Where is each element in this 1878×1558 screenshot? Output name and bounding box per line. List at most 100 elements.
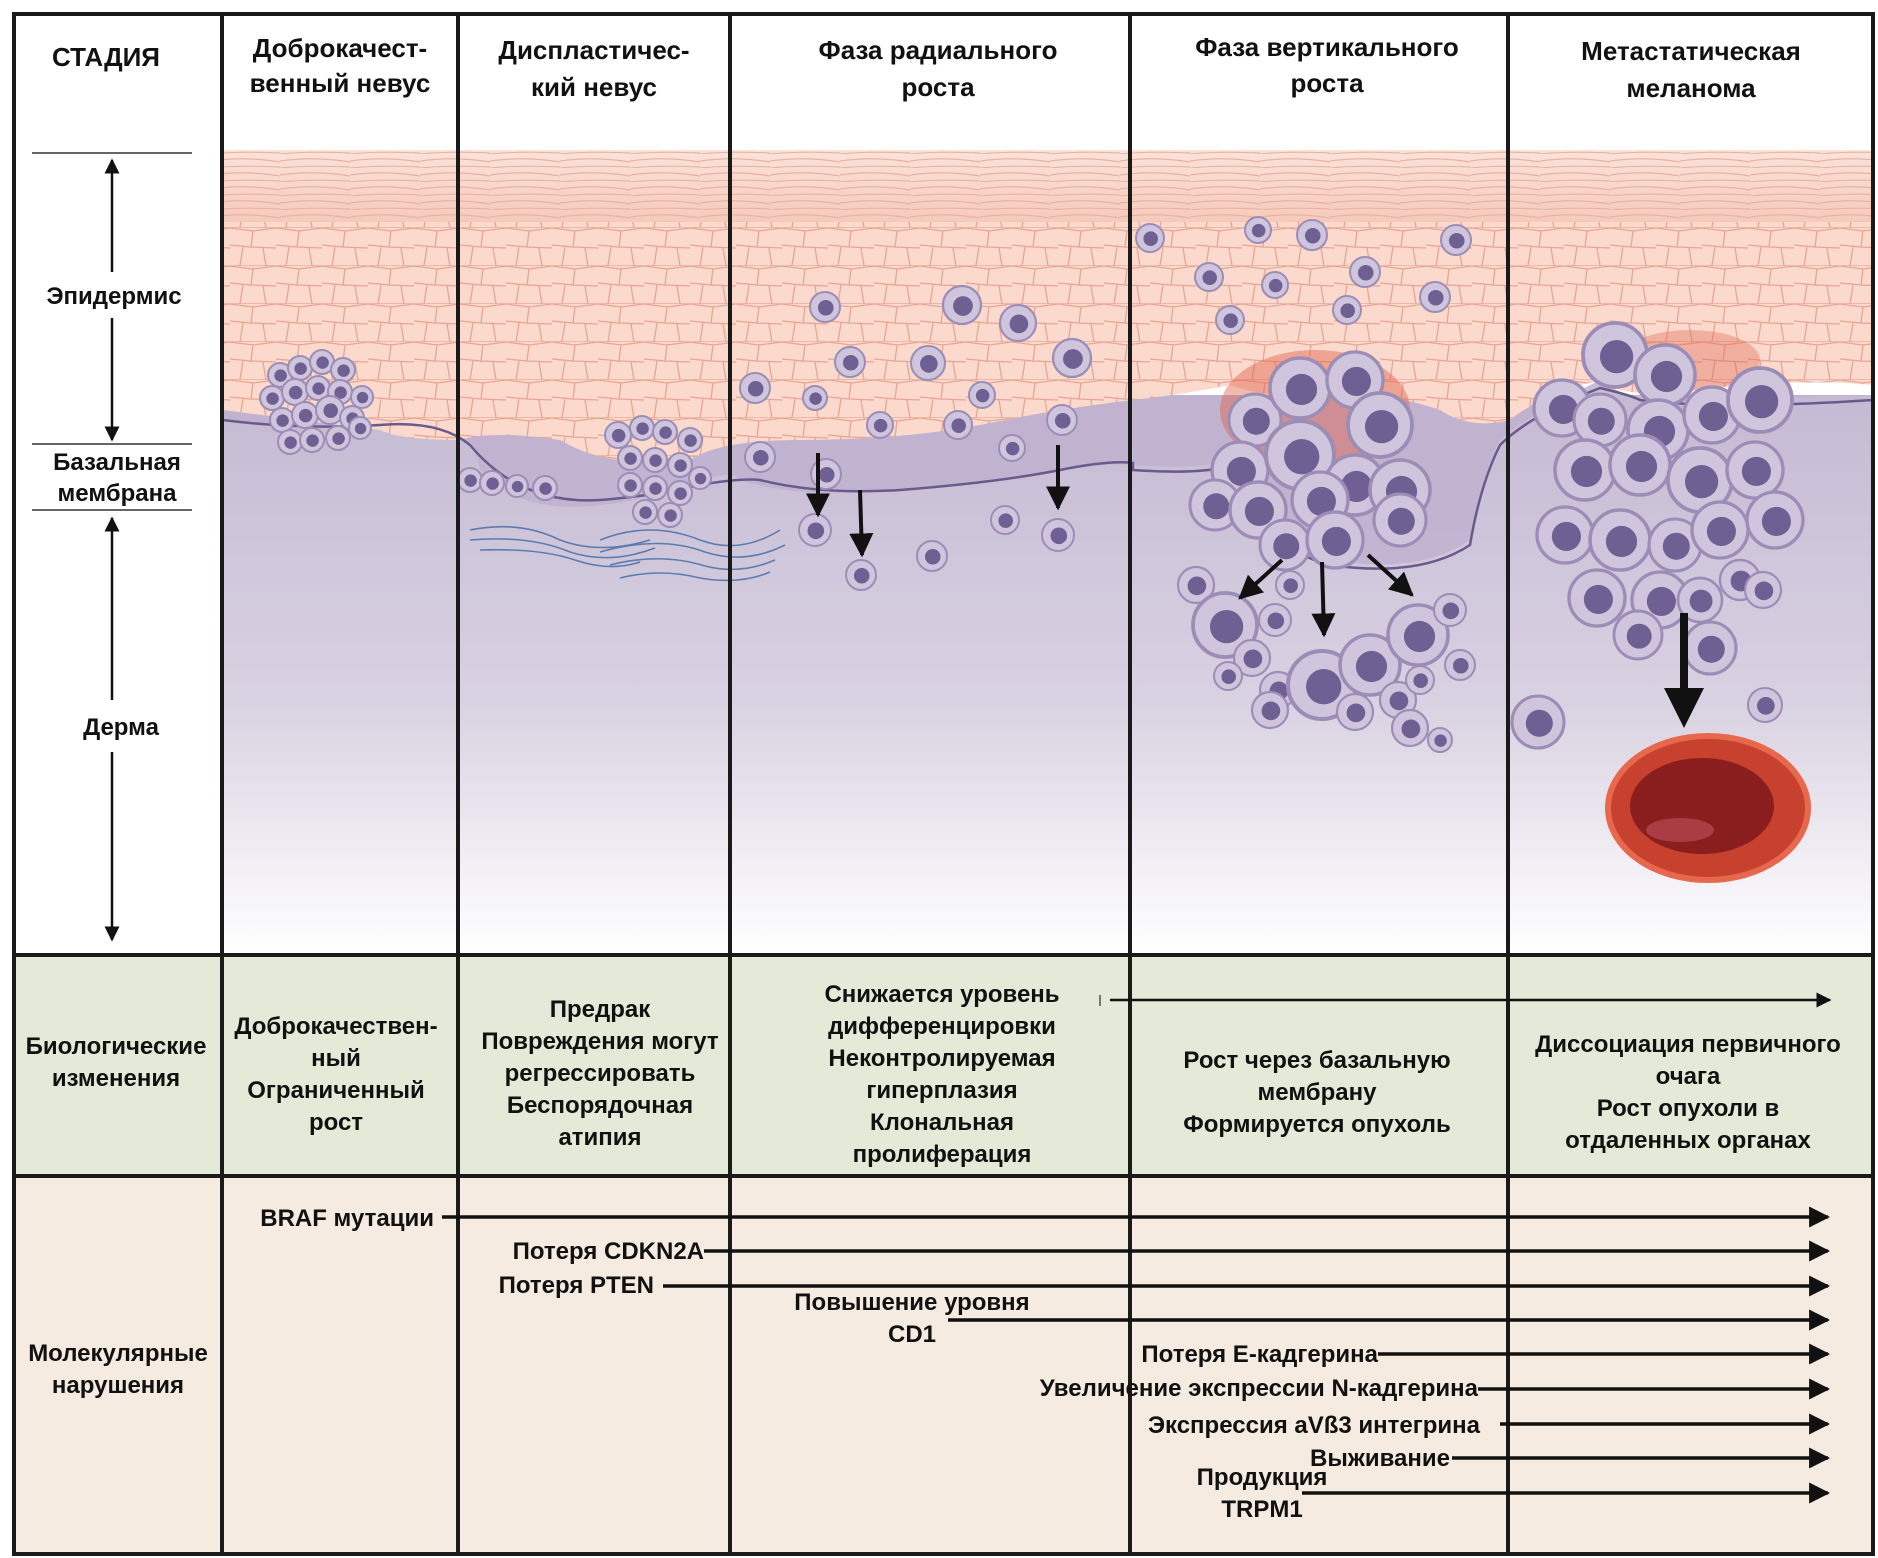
cell-nucleus xyxy=(853,567,870,584)
bio-benign-l3: Ограниченный xyxy=(247,1077,424,1104)
cell-nucleus xyxy=(337,364,350,377)
cell-nucleus xyxy=(486,477,499,490)
cell-nucleus xyxy=(288,385,303,400)
cell-nucleus xyxy=(1413,673,1428,688)
basement-membrane-label-l1: Базальная xyxy=(53,449,181,476)
epidermis-label: Эпидермис xyxy=(46,283,181,310)
cell-nucleus xyxy=(1285,373,1318,406)
blood-vessel xyxy=(1605,733,1811,883)
bio-benign-l2: ный xyxy=(311,1045,361,1072)
cell-nucleus xyxy=(1306,669,1342,705)
cell-nucleus xyxy=(1244,496,1274,526)
cell-nucleus xyxy=(1401,719,1421,739)
cell-nucleus xyxy=(1005,441,1020,456)
header-metastatic-l1: Метастатическая xyxy=(1581,36,1801,66)
dermis-label: Дерма xyxy=(83,714,160,741)
cell-nucleus xyxy=(266,392,279,405)
cell-nucleus xyxy=(1357,264,1374,281)
cell-nucleus xyxy=(334,386,347,399)
cell-nucleus xyxy=(1223,313,1238,328)
molecular-row: Молекулярные нарушения BRAF мутации Поте… xyxy=(28,1205,1831,1523)
molecular-row-bg xyxy=(14,1178,1873,1554)
cell-nucleus xyxy=(1551,521,1581,551)
cell-nucleus xyxy=(1434,734,1447,747)
cell-nucleus xyxy=(624,452,637,465)
cell-nucleus xyxy=(1284,439,1320,475)
stage-label: СТАДИЯ xyxy=(52,42,160,72)
bio-dysplastic-l5: атипия xyxy=(558,1124,641,1151)
cell-nucleus xyxy=(1452,657,1469,674)
mol-pten: Потеря PTEN xyxy=(499,1272,654,1299)
cell-nucleus xyxy=(1587,407,1615,435)
basement-membrane-label-l2: мембрана xyxy=(58,480,178,507)
cell-nucleus xyxy=(1340,303,1355,318)
melanocyte-cells xyxy=(259,216,1805,807)
cell-nucleus xyxy=(1662,532,1690,560)
cell-nucleus xyxy=(684,434,697,447)
cell-nucleus xyxy=(1706,516,1736,546)
header-vertical-l1: Фаза вертикального xyxy=(1195,32,1459,62)
cell-nucleus xyxy=(674,459,687,472)
header-radial-l1: Фаза радиального xyxy=(819,35,1058,65)
cell-nucleus xyxy=(306,434,319,447)
cell-nucleus xyxy=(1698,401,1728,431)
bio-vertical-l3: Формируется опухоль xyxy=(1183,1111,1450,1138)
cell-nucleus xyxy=(1221,669,1236,684)
cell-nucleus xyxy=(752,449,769,466)
cell-nucleus xyxy=(873,418,888,433)
cell-nucleus xyxy=(1583,584,1613,614)
cell-nucleus xyxy=(1261,701,1281,721)
cell-nucleus xyxy=(1684,464,1719,499)
mol-cd1-l1: Повышение уровня xyxy=(794,1289,1029,1316)
bio-radial-l6: пролиферация xyxy=(853,1141,1032,1168)
cell-nucleus xyxy=(511,480,524,493)
cell-nucleus xyxy=(316,356,329,369)
bio-radial-l2: дифференцировки xyxy=(828,1013,1056,1040)
mol-cd1-l2: CD1 xyxy=(888,1321,936,1348)
cell-nucleus xyxy=(294,362,307,375)
bio-row-label-l2: изменения xyxy=(52,1065,180,1092)
cell-nucleus xyxy=(694,472,707,485)
header-dysplastic-l2: кий невус xyxy=(531,72,657,102)
cell-nucleus xyxy=(1321,526,1351,556)
bio-radial-l3: Неконтролируемая xyxy=(828,1045,1055,1072)
cell-nucleus xyxy=(1403,620,1436,653)
cell-nucleus xyxy=(1754,581,1774,601)
bio-metastatic-l3: Рост опухоли в xyxy=(1597,1095,1780,1122)
bio-radial-l4: гиперплазия xyxy=(866,1077,1017,1104)
cell-nucleus xyxy=(1525,709,1553,737)
layer-ticks xyxy=(32,152,192,511)
header-metastatic-l2: меланома xyxy=(1626,73,1756,103)
cell-nucleus xyxy=(975,388,990,403)
cell-nucleus xyxy=(1283,578,1298,593)
layer-labels: Эпидермис Базальная мембрана Дерма xyxy=(40,277,185,744)
bio-benign-l1: Доброкачествен- xyxy=(234,1013,437,1040)
header-benign-l2: венный невус xyxy=(250,68,431,98)
cell-nucleus xyxy=(284,436,297,449)
cell-nucleus xyxy=(1427,289,1444,306)
cell-nucleus xyxy=(1646,586,1676,616)
mol-e-cadherin: Потеря Е-кадгерина xyxy=(1141,1341,1378,1368)
cell-nucleus xyxy=(924,548,941,565)
cell-nucleus xyxy=(1548,394,1578,424)
cell-nucleus xyxy=(1599,339,1634,374)
cell-nucleus xyxy=(842,354,859,371)
bio-vertical-l1: Рост через базальную xyxy=(1183,1047,1450,1074)
fibrosis-lines xyxy=(469,525,786,582)
cell-nucleus xyxy=(1202,270,1217,285)
epidermis-cells xyxy=(223,222,1873,463)
cell-nucleus xyxy=(1389,691,1409,711)
biological-row-bg xyxy=(14,955,1873,1175)
mol-integrin: Экспрессия aVß3 интегрина xyxy=(1148,1412,1481,1439)
cell-nucleus xyxy=(1697,635,1725,663)
cell-nucleus xyxy=(1625,450,1658,483)
mol-row-label-l2: нарушения xyxy=(52,1372,184,1399)
bio-metastatic-l2: очага xyxy=(1656,1063,1721,1090)
cell-nucleus xyxy=(1387,507,1415,535)
cell-nucleus xyxy=(539,482,552,495)
cell-nucleus xyxy=(1355,650,1388,683)
cell-nucleus xyxy=(1054,412,1071,429)
mol-survival: Выживание xyxy=(1310,1445,1450,1472)
cell-nucleus xyxy=(298,408,313,423)
mol-trpm1-l1: Продукция xyxy=(1197,1464,1328,1491)
